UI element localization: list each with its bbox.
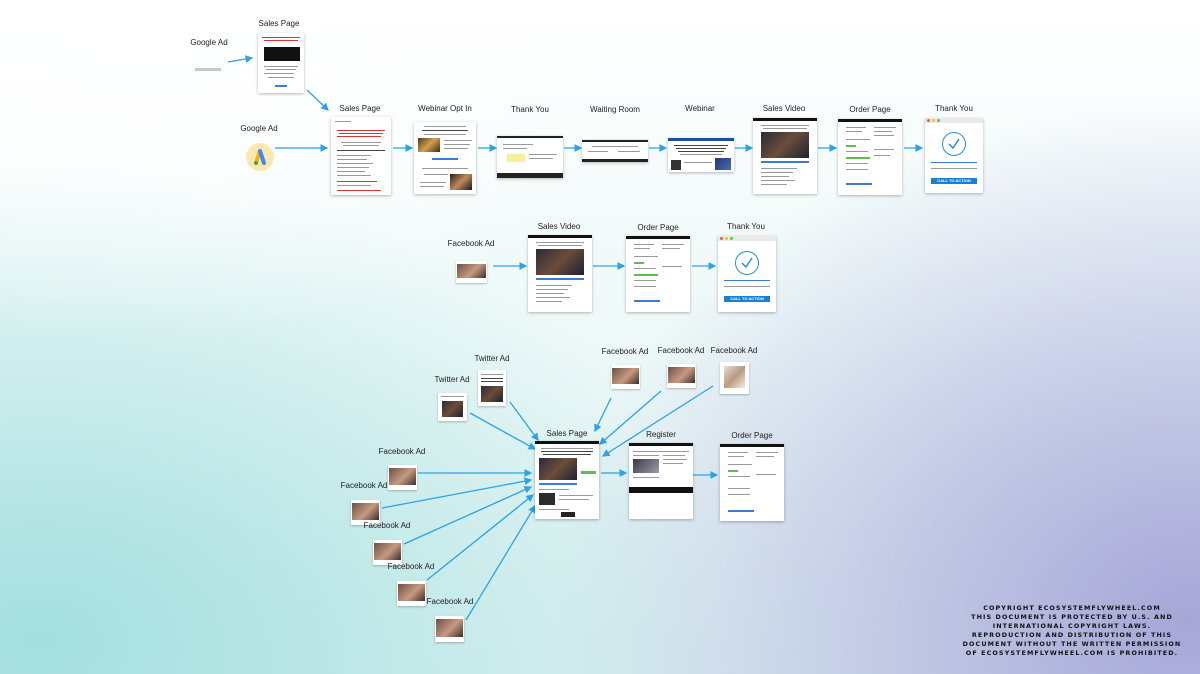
facebook-ad-thumb-left-3: [373, 540, 402, 565]
sales-page-thumb-3: [535, 441, 599, 519]
thank-you-thumb-1: [497, 136, 563, 178]
sales-page-thumb: [331, 117, 391, 195]
copyright-line: INTERNATIONAL COPYRIGHT LAWS.: [992, 622, 1152, 630]
label-sales-video-1: Sales Video: [762, 104, 806, 113]
sales-video-thumb-2: [528, 235, 592, 312]
copyright-line: OF ECOSYSTEMFLYWHEEL.COM IS PROHIBITED.: [965, 649, 1179, 657]
label-twitter-ad-1: Twitter Ad: [474, 354, 510, 363]
label-webinar: Webinar: [685, 104, 715, 113]
label-facebook-ad-left-3: Facebook Ad: [363, 521, 411, 530]
waiting-room-thumb: [582, 140, 648, 162]
call-to-action-button-1: CALL TO ACTION: [931, 178, 977, 184]
facebook-ad-thumb-left-2: [351, 500, 380, 525]
sales-video-thumb-1: [753, 118, 817, 194]
label-webinar-opt-in: Webinar Opt In: [418, 104, 472, 113]
label-waiting-room: Waiting Room: [590, 105, 640, 114]
label-twitter-ad-2: Twitter Ad: [434, 375, 470, 384]
copyright-notice: COPYRIGHT ECOSYSTEMFLYWHEEL.COM THIS DOC…: [958, 604, 1186, 658]
twitter-ad-thumb-1: [478, 370, 506, 406]
thank-you-thumb-3: CALL TO ACTION: [718, 236, 776, 312]
label-facebook-ad-left-5: Facebook Ad: [426, 597, 474, 606]
label-google-ad: Google Ad: [240, 124, 278, 133]
webinar-opt-in-thumb: [414, 122, 476, 194]
label-thank-you-3: Thank You: [727, 222, 765, 231]
label-facebook-ad-left-4: Facebook Ad: [387, 562, 435, 571]
facebook-ad-thumb-left-4: [397, 581, 426, 606]
facebook-ad-thumb-top-2: [667, 364, 696, 388]
label-sales-page: Sales Page: [339, 104, 381, 113]
label-order-page-2: Order Page: [637, 223, 679, 232]
label-facebook-ad-top-2: Facebook Ad: [657, 346, 705, 355]
facebook-ad-thumb-left-1: [388, 465, 417, 490]
facebook-ad-thumb-top-3: [720, 362, 749, 394]
label-thank-you-2: Thank You: [935, 104, 973, 113]
webinar-thumb: [668, 138, 734, 172]
sales-page-top-thumb: [258, 33, 304, 93]
copyright-line: REPRODUCTION AND DISTRIBUTION OF THIS: [971, 631, 1173, 639]
checkmark-icon: [735, 251, 759, 275]
label-sales-video-2: Sales Video: [537, 222, 581, 231]
label-thank-you-1: Thank You: [511, 105, 549, 114]
label-order-page-3: Order Page: [731, 431, 773, 440]
copyright-line: COPYRIGHT ECOSYSTEMFLYWHEEL.COM: [983, 604, 1161, 612]
label-sales-page-3: Sales Page: [546, 429, 588, 438]
register-thumb: [629, 443, 693, 519]
label-facebook-ad-top-1: Facebook Ad: [601, 347, 649, 356]
label-facebook-ad-top-3: Facebook Ad: [710, 346, 758, 355]
label-facebook-ad-row2: Facebook Ad: [447, 239, 495, 248]
twitter-ad-thumb-2: [438, 393, 467, 421]
facebook-ad-thumb-left-5: [435, 616, 464, 642]
label-sales-page-top: Sales Page: [258, 19, 300, 28]
order-page-thumb-2: [626, 236, 690, 312]
call-to-action-button-2: CALL TO ACTION: [724, 296, 770, 302]
label-google-ad-top: Google Ad: [190, 38, 228, 47]
order-page-thumb-1: [838, 119, 902, 195]
label-facebook-ad-left-2: Facebook Ad: [340, 481, 388, 490]
label-order-page-1: Order Page: [849, 105, 891, 114]
copyright-line: DOCUMENT WITHOUT THE WRITTEN PERMISSION: [962, 640, 1182, 648]
copyright-line: THIS DOCUMENT IS PROTECTED BY U.S. AND: [971, 613, 1173, 621]
google-ad-text-snippet: [195, 68, 221, 71]
label-register: Register: [646, 430, 676, 439]
label-facebook-ad-left-1: Facebook Ad: [378, 447, 426, 456]
google-ads-icon: [246, 143, 274, 171]
facebook-ad-thumb-top-1: [611, 365, 640, 389]
checkmark-icon: [942, 132, 966, 156]
order-page-thumb-3: [720, 444, 784, 521]
facebook-ad-thumb-row2: [456, 261, 487, 283]
thank-you-thumb-2: CALL TO ACTION: [925, 118, 983, 193]
